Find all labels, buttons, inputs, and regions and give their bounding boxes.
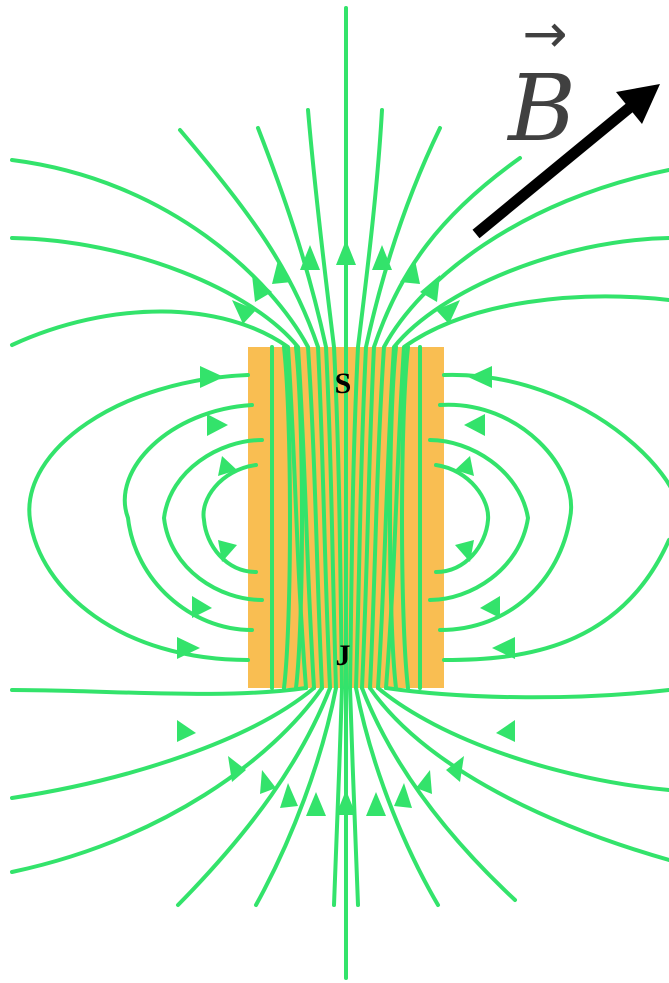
field-line [360,686,517,902]
field-arrowhead [436,300,460,324]
field-arrowhead [252,275,272,302]
vector-arrowhead [616,84,660,124]
field-line-loop [428,438,530,602]
field-arrowhead [218,456,237,476]
field-arrowhead [177,720,196,742]
magnet-pole-label-top: S [335,367,352,400]
field-arrowhead [192,596,212,618]
field-arrowhead [218,540,237,562]
field-line [178,128,332,690]
field-line-loop [442,372,669,662]
field-arrowhead [272,260,292,284]
field-line [354,686,440,907]
field-line [332,686,344,907]
field-line-loop [201,463,258,574]
field-arrowhead [306,792,326,816]
field-line [400,345,410,690]
field-line [306,108,344,690]
field-line [368,168,669,690]
field-arrowhead [455,540,474,562]
field-line [354,126,442,690]
field-line [10,158,324,690]
field-line [384,686,669,700]
field-line [388,345,398,690]
magnetic-field-vector-arrow [472,99,638,239]
field-arrowhead [400,260,420,284]
field-arrowhead [336,240,356,265]
field-arrowhead [300,245,320,270]
field-line [10,309,308,690]
field-line [376,686,669,792]
field-arrowhead [372,245,392,270]
field-arrowhead [394,783,412,808]
field-arrowhead [200,366,224,388]
magnet-pole-label-bottom: J [336,639,351,672]
field-line-loop [122,403,254,632]
field-arrowhead [468,366,492,388]
field-arrowhead [336,790,356,815]
field-line [10,686,316,800]
field-arrowhead [207,414,228,436]
field-line-loop [27,373,250,662]
field-line [282,345,292,690]
field-line [348,108,384,690]
field-arrowhead [228,756,246,782]
field-lines [10,6,669,980]
field-line [10,686,324,874]
field-arrowhead [366,792,386,816]
field-line [360,156,522,690]
field-arrowhead [260,770,276,794]
field-line [254,686,338,907]
field-line [348,686,360,907]
field-arrowhead [416,770,432,794]
field-arrowhead [480,596,500,618]
field-line [294,345,304,690]
field-arrowhead [455,456,474,476]
vector-accent-arrow-icon: → [522,2,567,65]
vector-symbol-label: B [506,55,576,162]
field-arrowhead [420,275,440,302]
field-arrowhead [232,300,256,324]
field-line [176,686,332,907]
field-arrowhead [280,783,298,808]
field-line-loop [434,463,491,574]
field-line-loop [162,438,264,602]
field-line [368,686,669,862]
field-line [384,294,669,690]
field-arrowhead [464,414,485,436]
field-arrowhead [492,637,515,659]
field-arrowhead [496,720,515,742]
field-arrowhead [446,756,464,782]
field-line [10,686,308,696]
field-direction-arrows [177,240,515,816]
field-line [256,126,338,690]
field-arrowhead [177,637,200,659]
